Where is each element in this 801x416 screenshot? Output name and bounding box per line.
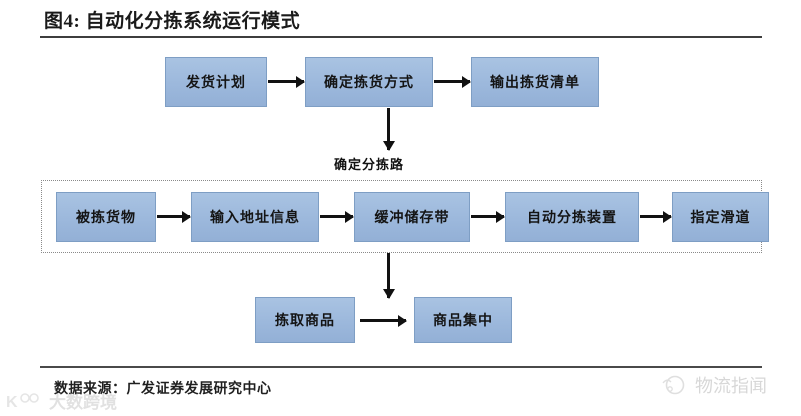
flow-node-queding-jianhuo-fangshi[interactable]: 确定拣货方式 [305,57,433,107]
arrow-middle-to-bottom [387,253,390,298]
flow-node-shangpin-jizhong[interactable]: 商品集中 [414,297,512,343]
flow-node-beijian-huowu[interactable]: 被拣货物 [56,192,156,242]
flow-node-shuru-dizhi-xinxi[interactable]: 输入地址信息 [191,192,319,242]
flow-node-zidong-fenjian-zhuangzhi[interactable]: 自动分拣装置 [505,192,639,242]
watermark-left-text: 大数跨境 [49,393,117,412]
arrow-mid-2 [320,215,353,218]
flow-node-zhiding-huadao[interactable]: 指定滑道 [672,192,769,242]
title-divider [40,36,762,38]
arrow-mid-4 [640,215,671,218]
arrow-top-2 [434,80,470,83]
arrow-mid-1 [157,215,190,218]
watermark-right: 物流指闻 [660,372,767,398]
arrow-top-1 [268,80,304,83]
flow-node-shuchu-jianhuo-qingdan[interactable]: 输出拣货清单 [471,57,599,107]
arrow-top-to-middle [387,108,390,150]
svg-text:K: K [6,394,18,411]
footer-divider [40,366,762,368]
arrow-mid-3 [471,215,504,218]
figure-title: 图4: 自动化分拣系统运行模式 [44,11,301,32]
k-logo-icon: K [6,392,39,411]
arrow-bottom-1 [360,319,406,322]
flow-node-huanchong-chucun-dai[interactable]: 缓冲储存带 [354,192,470,242]
flow-node-fahuo-jihua[interactable]: 发货计划 [165,57,267,107]
source-note: 数据来源：广发证券发展研究中心 [54,382,272,397]
watermark-right-text: 物流指闻 [695,376,767,396]
mid-label-queding-fenjian-lu: 确定分拣路 [334,157,405,172]
flow-node-jianqu-shangpin[interactable]: 拣取商品 [255,297,355,343]
watermark-left: K 大数跨境 [6,388,117,413]
cloud-circle-icon [662,375,685,395]
